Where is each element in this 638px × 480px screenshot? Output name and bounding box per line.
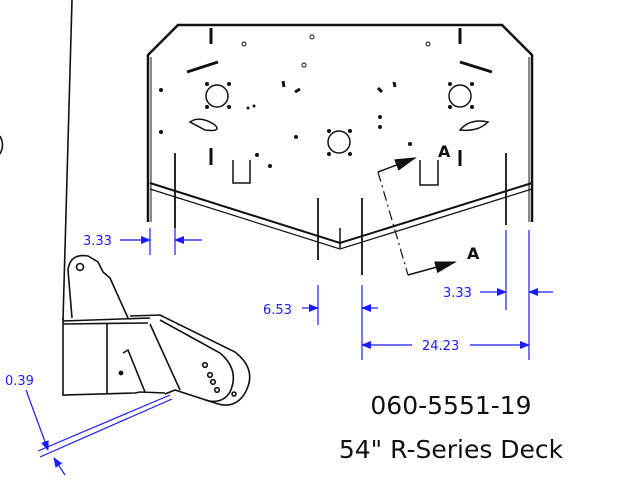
bracket-side-view: [62, 0, 251, 406]
clipped-edge-mark: [0, 135, 4, 155]
deck-plate-view: [146, 23, 534, 275]
section-marker: A A: [377, 142, 480, 276]
section-label-bottom: A: [467, 244, 480, 263]
section-label-top: A: [438, 142, 451, 161]
dim-plate-thickness-value: 0.39: [5, 374, 34, 389]
dimension-right-offset: 3.33: [443, 230, 553, 360]
dim-left-offset-value: 3.33: [83, 234, 112, 249]
dim-center-gap-value: 6.53: [263, 303, 292, 318]
dim-center-to-side-value: 24.23: [422, 339, 459, 354]
part-name: 54" R-Series Deck: [339, 435, 564, 464]
dimension-plate-thickness: 0.39: [5, 374, 173, 476]
part-number: 060-5551-19: [370, 391, 531, 420]
spindle-hole-center: [327, 130, 351, 154]
dimension-center-gap: 6.53: [263, 285, 378, 360]
dimension-center-to-side: 24.23: [361, 339, 530, 354]
spindle-hole-right: [448, 84, 472, 108]
dimension-left-offset: 3.33: [83, 228, 202, 255]
spindle-hole-left: [205, 84, 229, 108]
dim-right-offset-value: 3.33: [443, 286, 472, 301]
